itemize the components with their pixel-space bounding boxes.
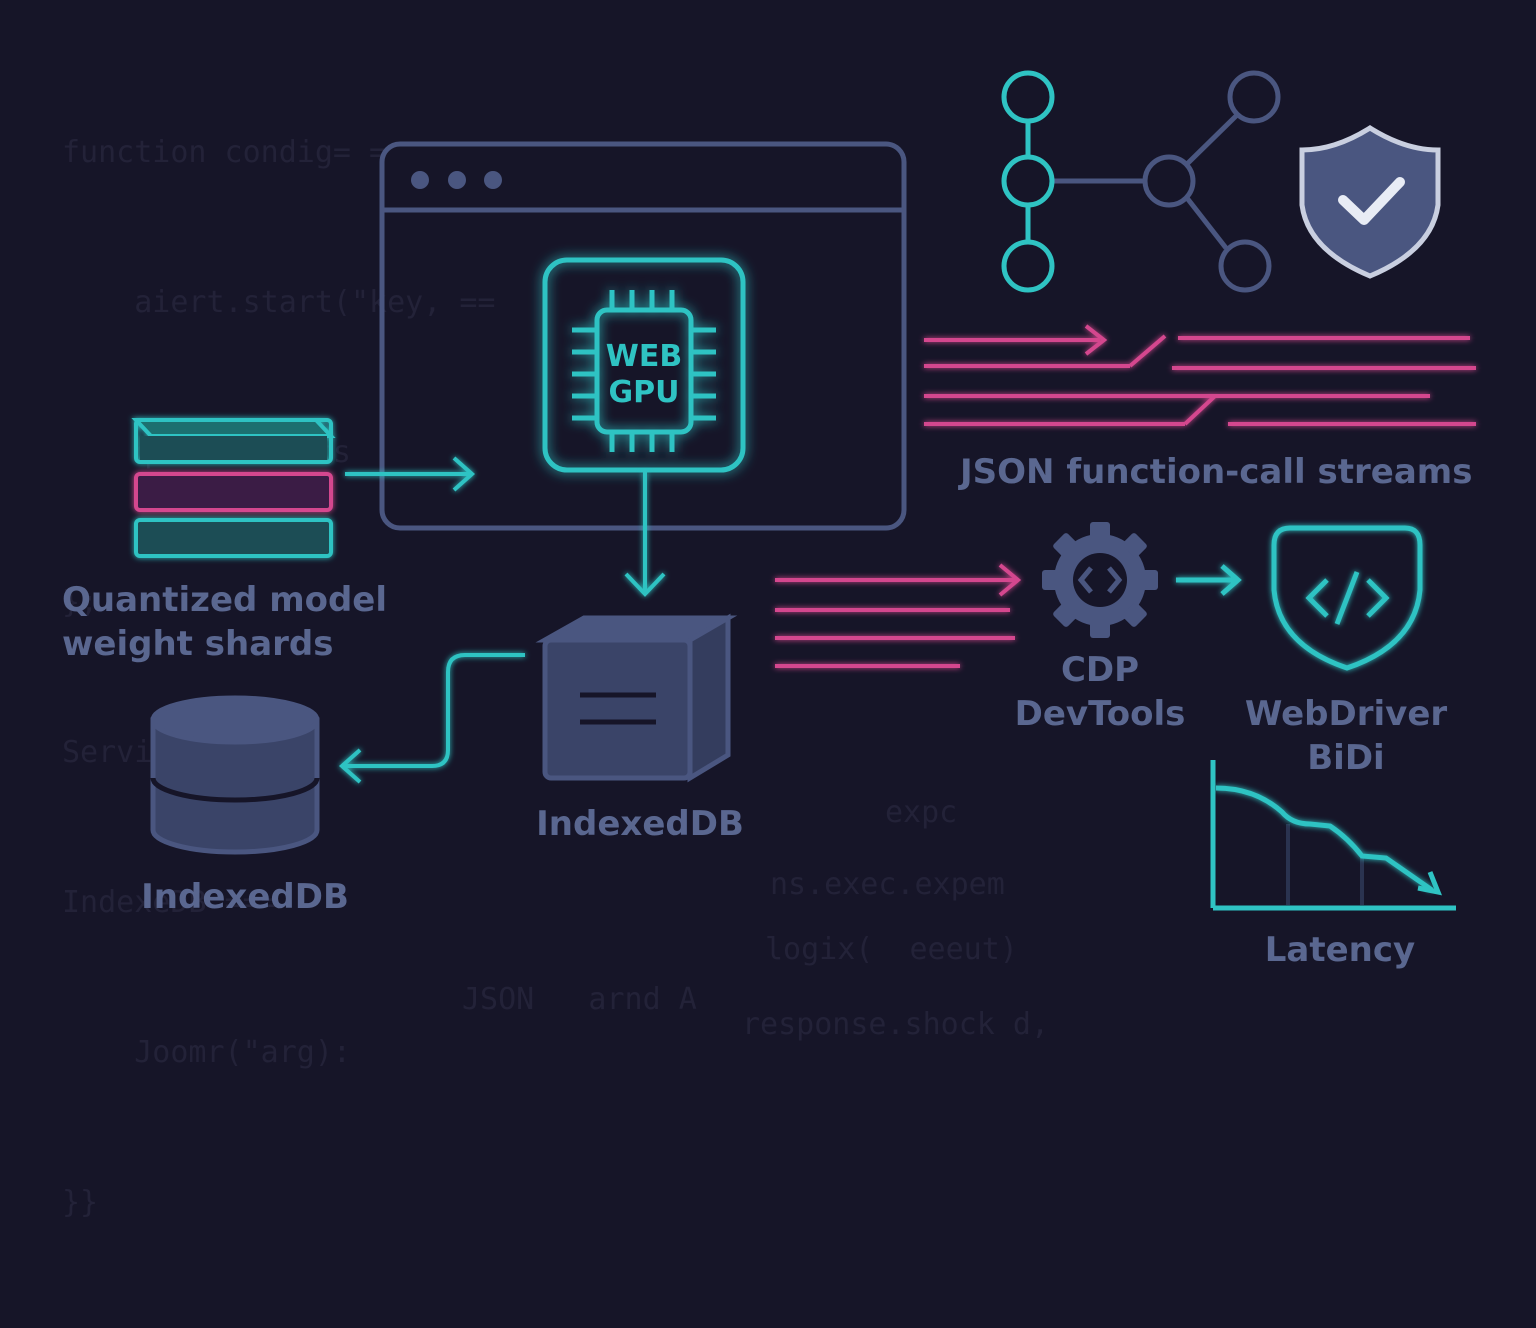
code-line: IndexeDB === [62,885,279,920]
cdp-label: CDP DevTools [1010,648,1190,736]
code-line: expc [885,795,958,830]
code-line: logix( eeeut) [765,932,1018,967]
json-streams-label: JSON function-call streams [960,452,1473,492]
database-icon [150,695,320,855]
arrow-chip-to-storage [624,472,666,597]
background-code-lower: ns.exec.expem [770,760,1005,1010]
shield-code-icon [1271,525,1423,671]
webdriver-label-line2: BiDi [1307,738,1385,778]
indexeddb-db-label: IndexedDB [141,877,349,917]
storage-box-icon [535,613,738,783]
code-line: }; [62,585,99,620]
cdp-stream-lines [775,563,1022,668]
code-line: aiert.start("key, == [62,285,514,320]
background-code-lower: expc [885,688,957,938]
latency-label: Latency [1264,930,1416,970]
json-stream-lines [924,324,1476,426]
chip-label-line2: GPU [609,375,680,410]
arrow-storage-to-database [338,653,525,784]
graph-nodes-icon [1001,70,1281,293]
cdp-label-line1: CDP [1060,650,1140,690]
cdp-label-line2: DevTools [1014,694,1186,734]
arrow-shards-to-window [345,456,476,492]
background-code-lower: logix( eeeut) [765,825,1018,1075]
webdriver-label-line1: WebDriver [1244,694,1448,734]
diagram-canvas: function condig= = aiert.start("key, == … [62,70,1476,1220]
diagram-graphics: WEB GPU [131,70,1476,911]
latency-chart-icon [1210,760,1456,911]
code-line: JSON arnd A [462,982,697,1017]
code-line: ns.exec.expem [770,867,1005,902]
background-code-lower: JSON arnd A [462,875,697,1125]
gear-code-icon [1042,522,1158,638]
code-line: Joomr("arg): [62,1035,351,1070]
gpu-chip-icon [542,257,746,473]
indexeddb-box-label: IndexedDB [536,804,744,844]
chip-label-line1: WEB [606,339,682,374]
shield-check-icon [1299,125,1441,279]
weight-shards-label-line2: weight shards [62,624,334,664]
code-line: function condig= = [62,135,388,170]
weight-shards-label: Quantized model weight shards [62,578,387,666]
webdriver-label: WebDriver BiDi [1240,692,1452,780]
arrow-cdp-to-webdriver [1176,564,1242,596]
code-line: }} [62,1185,99,1220]
weight-shards-label-line1: Quantized model [62,580,388,620]
weight-shards-icon [131,418,336,558]
